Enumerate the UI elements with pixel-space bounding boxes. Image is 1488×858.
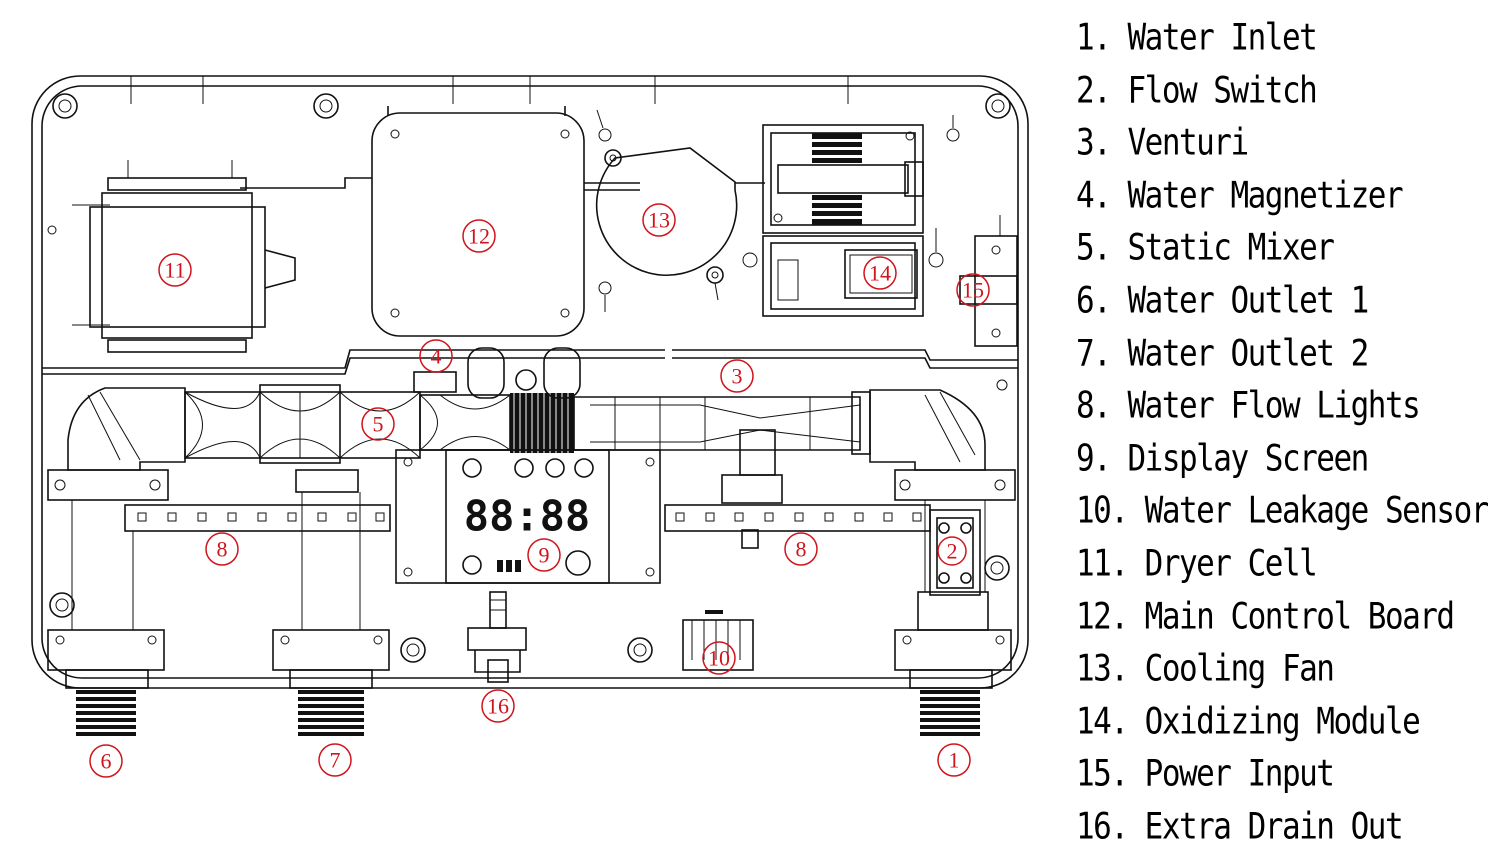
svg-text:15: 15	[962, 278, 984, 303]
callouts: 1 2 3 4 5 6 7 8 8 9 10 11 12 13 14 15 16	[89, 203, 990, 778]
cooling-fan	[595, 109, 765, 312]
water-inlet	[894, 591, 1012, 736]
svg-text:8: 8	[217, 537, 228, 562]
svg-text:9: 9	[539, 543, 550, 568]
upper-module	[762, 115, 960, 234]
svg-text:8: 8	[796, 537, 807, 562]
legend-item-water-magnetizer: 4. Water Magnetizer	[1076, 174, 1404, 217]
flow-light-strip-left	[124, 504, 391, 532]
callout-13: 13	[642, 203, 676, 237]
display-screen: 88:88	[395, 449, 661, 584]
legend-item-water-flow-lights: 8. Water Flow Lights	[1076, 384, 1421, 428]
callout-6: 6	[89, 744, 123, 778]
power-input	[959, 215, 1018, 347]
callout-3: 3	[720, 359, 754, 393]
legend-item-static-mixer: 5. Static Mixer	[1076, 227, 1335, 270]
svg-text:11: 11	[164, 258, 185, 283]
callout-2: 2	[937, 536, 967, 566]
oxidizing-module	[742, 228, 944, 317]
callout-9: 9	[527, 538, 561, 572]
svg-text:10: 10	[708, 646, 730, 671]
callout-14: 14	[863, 256, 897, 290]
lower-pipes	[47, 469, 1016, 630]
legend-item-water-inlet: 1. Water Inlet	[1076, 16, 1318, 60]
svg-text:3: 3	[732, 364, 743, 389]
svg-text:1: 1	[949, 748, 960, 773]
callout-4: 4	[419, 339, 453, 373]
component-legend: 1. Water Inlet 2. Flow Switch 3. Venturi…	[1076, 12, 1488, 854]
water-path	[67, 347, 986, 549]
callout-15: 15	[956, 273, 990, 307]
svg-text:16: 16	[487, 694, 509, 719]
svg-text:12: 12	[468, 224, 490, 249]
callout-16: 16	[481, 689, 515, 723]
callout-11: 11	[158, 253, 192, 287]
legend-item-cooling-fan: 13. Cooling Fan	[1076, 647, 1335, 691]
legend-item-main-control-board: 12. Main Control Board	[1076, 595, 1455, 638]
svg-text:6: 6	[101, 749, 112, 774]
screw-holes	[47, 93, 1011, 663]
callout-10: 10	[702, 641, 736, 675]
legend-item-power-input: 15. Power Input	[1076, 753, 1335, 796]
legend-item-extra-drain-out: 16. Extra Drain Out	[1076, 805, 1404, 849]
legend-item-flow-switch: 2. Flow Switch	[1076, 69, 1318, 112]
legend-item-venturi: 3. Venturi	[1076, 121, 1249, 165]
water-outlet-2	[272, 629, 390, 736]
legend-item-dryer-cell: 11. Dryer Cell	[1076, 542, 1318, 586]
main-control-board	[371, 106, 640, 337]
svg-text:4: 4	[431, 344, 442, 369]
housing	[31, 75, 1029, 689]
legend-item-display-screen: 9. Display Screen	[1076, 437, 1369, 480]
callout-7: 7	[318, 743, 352, 777]
svg-text:7: 7	[330, 748, 341, 773]
extra-drain-out	[467, 591, 527, 683]
legend-item-oxidizing-module: 14. Oxidizing Module	[1076, 700, 1421, 743]
svg-text:13: 13	[648, 208, 670, 233]
flow-light-strip-right	[664, 504, 931, 532]
legend-item-water-leakage-sensor: 10. Water Leakage Sensor	[1076, 490, 1488, 533]
callout-8-left: 8	[205, 532, 239, 566]
callout-1: 1	[937, 743, 971, 777]
dryer-cell	[72, 160, 372, 353]
callout-5: 5	[361, 407, 395, 441]
callout-8-right: 8	[784, 532, 818, 566]
svg-text:2: 2	[947, 539, 958, 564]
display-digits: 88:88	[464, 492, 590, 541]
water-unit-schematic: 88:88	[31, 75, 1029, 778]
svg-text:5: 5	[373, 412, 384, 437]
legend-item-water-outlet-2: 7. Water Outlet 2	[1076, 332, 1369, 375]
callout-12: 12	[462, 219, 496, 253]
legend-item-water-outlet-1: 6. Water Outlet 1	[1076, 279, 1369, 323]
svg-text:14: 14	[869, 261, 891, 286]
flow-switch	[929, 509, 981, 596]
water-outlet-1	[47, 629, 165, 736]
